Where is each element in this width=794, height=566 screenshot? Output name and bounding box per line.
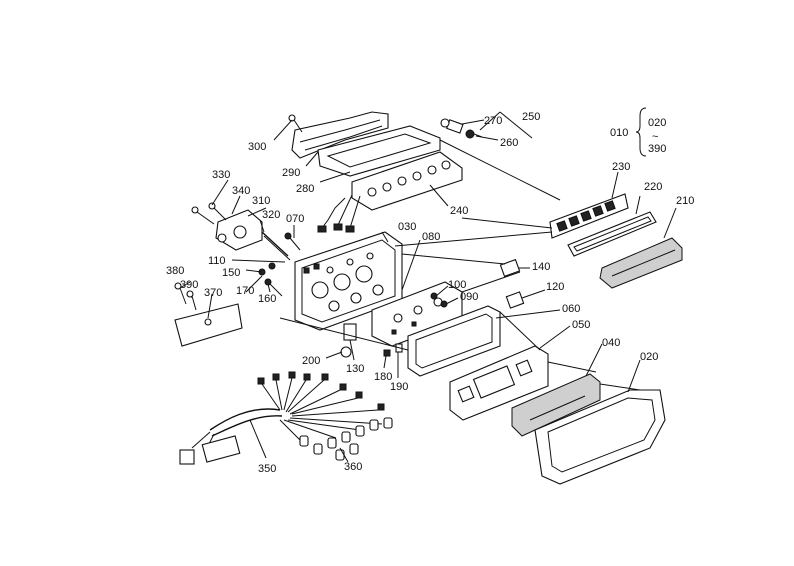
- callout-020-upper: 020: [648, 117, 666, 129]
- callout-260: 260: [500, 137, 518, 149]
- mounting-plate: [174, 282, 243, 347]
- callout-300: 300: [248, 141, 266, 153]
- callout-230: 230: [612, 161, 630, 173]
- callout-390-upper: 390: [648, 143, 666, 155]
- callout-010: 010: [610, 127, 628, 139]
- callout-250: 250: [522, 111, 540, 123]
- upper-mounting-bracket: [288, 111, 389, 159]
- callout-110: 110: [208, 255, 226, 267]
- callout-080: 080: [422, 231, 440, 243]
- callout-130: 130: [346, 363, 364, 375]
- callout-320: 320: [262, 209, 280, 221]
- callout-100: 100: [448, 279, 466, 291]
- callout-280: 280: [296, 183, 314, 195]
- meter-housing: [294, 231, 403, 331]
- callout-070: 070: [286, 213, 304, 225]
- front-bezel: [534, 389, 666, 485]
- callout-060: 060: [562, 303, 580, 315]
- lamp-wiring: [317, 194, 361, 233]
- callout-340: 340: [232, 185, 250, 197]
- side-switch-parts: [430, 258, 525, 309]
- callout-labels: 010 020 ~ 390 250 270 260 300 290 280 24…: [166, 111, 694, 475]
- callout-140: 140: [532, 261, 550, 273]
- callout-210: 210: [676, 195, 694, 207]
- bulb-set: [299, 417, 393, 461]
- callout-020-lower: 020: [640, 351, 658, 363]
- assembly-guide-lines: [279, 139, 641, 391]
- wiring-harness: [179, 371, 385, 465]
- lamp-plate: [351, 151, 463, 211]
- callout-240: 240: [450, 205, 468, 217]
- callout-range-tilde: ~: [652, 131, 658, 143]
- callout-350: 350: [258, 463, 276, 475]
- callout-330: 330: [212, 169, 230, 181]
- callout-380: 380: [166, 265, 184, 277]
- leader-lines: [179, 111, 677, 463]
- callout-050: 050: [572, 319, 590, 331]
- callout-040: 040: [602, 337, 620, 349]
- callout-190: 190: [390, 381, 408, 393]
- indicator-panel: [549, 193, 629, 239]
- callout-030: 030: [398, 221, 416, 233]
- lens-frame: [567, 211, 657, 257]
- callout-290: 290: [282, 167, 300, 179]
- callout-360: 360: [344, 461, 362, 473]
- callout-150: 150: [222, 267, 240, 279]
- callout-390-lower: 390: [180, 279, 198, 291]
- bulb-socket-assembly: [440, 118, 483, 139]
- callout-120: 120: [546, 281, 564, 293]
- display-face: [449, 345, 549, 421]
- callout-170: 170: [236, 285, 254, 297]
- callout-310: 310: [252, 195, 270, 207]
- callout-220: 220: [644, 181, 662, 193]
- switch-assembly: [191, 202, 291, 261]
- callout-090: 090: [460, 291, 478, 303]
- lens-cover: [599, 237, 683, 289]
- lens-glass: [511, 373, 601, 437]
- callout-200: 200: [302, 355, 320, 367]
- callout-180: 180: [374, 371, 392, 383]
- gasket-frame: [317, 125, 441, 177]
- callout-160: 160: [258, 293, 276, 305]
- callout-brace: [635, 107, 647, 157]
- panel-frame: [407, 305, 501, 377]
- callout-370: 370: [204, 287, 222, 299]
- callout-270: 270: [484, 115, 502, 127]
- small-fasteners: [258, 232, 301, 297]
